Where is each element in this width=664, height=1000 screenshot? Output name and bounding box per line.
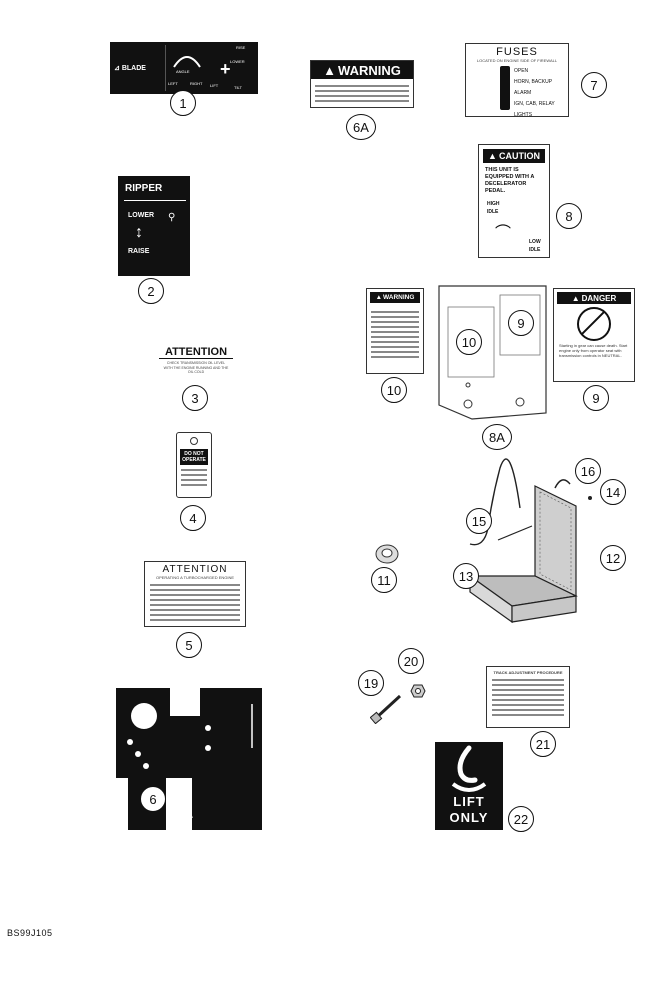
rise-label: RISE	[236, 45, 246, 50]
callout-6: 6	[140, 786, 166, 812]
callout-8a: 8A	[482, 424, 512, 450]
ripper-lower-label: LOWER	[128, 212, 155, 219]
callout-8: 8	[556, 203, 582, 229]
fuse-item-3: IGN, CAB, RELAY	[514, 101, 555, 107]
decal-caution: ▲ CAUTION THIS UNIT IS EQUIPPED WITH A D…	[478, 144, 550, 258]
callout-14: 14	[600, 479, 626, 505]
ripper-shank-icon: ⚲	[168, 212, 176, 223]
cross-icon: +	[220, 59, 231, 79]
decal-control-panel-6	[116, 688, 262, 830]
callout-12: 12	[600, 545, 626, 571]
attention-5-title: ATTENTION	[162, 564, 228, 575]
attention-3-title: ATTENTION	[159, 346, 233, 359]
decal-danger: ▲ DANGER Starting in gear can cause deat…	[553, 288, 635, 382]
callout-3: 3	[182, 385, 208, 411]
danger-header: ▲ DANGER	[557, 292, 631, 304]
ripper-raise-label: RAISE	[128, 248, 150, 255]
danger-triangle-icon: ▲	[571, 293, 580, 303]
seat-structure-drawing	[468, 458, 592, 624]
no-start-pictogram-icon	[577, 307, 611, 341]
callout-10-panel: 10	[456, 329, 482, 355]
warning-10-triangle-icon: ▲	[375, 294, 382, 301]
caution-body: THIS UNIT IS EQUIPPED WITH A DECELERATOR…	[485, 167, 535, 194]
lower-label: LOWER	[230, 59, 245, 64]
callout-6a: 6A	[346, 114, 376, 140]
bolt-part	[370, 694, 402, 724]
blade-label: ⊿ BLADE	[114, 65, 146, 72]
fuses-subtitle: LOCATED ON ENGINE SIDE OF FIREWALL	[476, 58, 558, 63]
fuse-item-1: OPEN	[514, 68, 529, 74]
blade-icon: ⊿	[114, 65, 120, 72]
right-label: RIGHT	[190, 81, 203, 86]
left-label: LEFT	[168, 81, 178, 86]
decal-ripper: RIPPER LOWER ↕ RAISE ⚲	[118, 176, 190, 276]
fuse-item-4: LIGHTS	[514, 112, 533, 118]
angle-arc-icon	[173, 56, 201, 68]
decal-fuses: FUSES LOCATED ON ENGINE SIDE OF FIREWALL…	[465, 43, 569, 118]
lift-hook-icon	[451, 745, 487, 792]
up-down-arrow-icon: ↕	[135, 224, 143, 241]
callout-9-panel: 9	[508, 310, 534, 336]
track-adjustment-title: TRACK ADJUSTMENT PROCEDURE	[493, 670, 563, 675]
attention-3-body: CHECK TRANSMISSION OIL LEVEL WITH THE EN…	[163, 361, 229, 374]
warning-header: ▲ WARNING	[311, 61, 413, 79]
fuses-title: FUSES	[496, 46, 538, 58]
tilt-label: TILT	[234, 85, 242, 90]
caution-idle-bottom-label: IDLE	[529, 247, 541, 253]
drawing-code: BS99J105	[7, 928, 53, 938]
callout-22: 22	[508, 806, 534, 832]
callout-21: 21	[530, 731, 556, 757]
callout-1: 1	[170, 90, 196, 116]
angle-label: ANGLE	[176, 69, 190, 74]
ripper-divider	[124, 200, 186, 201]
attention-5-subtitle: OPERATING A TURBOCHARGED ENGINE	[155, 575, 235, 580]
ripper-title: RIPPER	[125, 183, 163, 194]
lift-label: LIFT	[210, 83, 219, 88]
warning-10-header: ▲ WARNING	[370, 292, 420, 303]
caution-high-label: HIGH	[487, 201, 500, 207]
panel-8a	[438, 285, 547, 420]
callout-15: 15	[466, 508, 492, 534]
pedal-icon: ⌒	[495, 225, 512, 242]
decal-attention-5: ATTENTION OPERATING A TURBOCHARGED ENGIN…	[144, 561, 246, 627]
callout-4: 4	[180, 505, 206, 531]
decal-warning-6a: ▲ WARNING	[310, 60, 414, 108]
callout-5: 5	[176, 632, 202, 658]
callout-16: 16	[575, 458, 601, 484]
caution-low-label: LOW	[529, 239, 541, 245]
tag-label: DO NOT OPERATE	[180, 449, 208, 465]
callout-9-danger: 9	[583, 385, 609, 411]
danger-body: Starting in gear can cause death. Start …	[559, 343, 628, 358]
decal-do-not-operate-tag: DO NOT OPERATE	[176, 432, 212, 498]
warning-triangle-icon: ▲	[323, 62, 337, 78]
callout-11: 11	[371, 567, 397, 593]
callout-20: 20	[398, 648, 424, 674]
callout-2: 2	[138, 278, 164, 304]
decal-warning-10: ▲ WARNING	[366, 288, 424, 374]
nut-part	[410, 684, 426, 698]
fuse-block-icon	[500, 66, 510, 110]
callout-13: 13	[453, 563, 479, 589]
tag-hole-icon	[190, 437, 198, 445]
decal-blade-control: ⊿ BLADE ANGLE LEFT RIGHT RISE LOWER + LI…	[110, 42, 258, 94]
callout-19: 19	[358, 670, 384, 696]
decal-attention-3: ATTENTION CHECK TRANSMISSION OIL LEVEL W…	[159, 346, 233, 378]
fuse-item-2: HORN, BACKUP ALARM	[514, 79, 552, 96]
callout-7: 7	[581, 72, 607, 98]
caution-triangle-icon: ▲	[488, 151, 497, 161]
grommet-part	[375, 544, 399, 564]
caution-idle-top-label: IDLE	[487, 209, 499, 215]
lift-label: LIFT	[453, 794, 485, 809]
decal-track-adjustment: TRACK ADJUSTMENT PROCEDURE	[486, 666, 570, 728]
decal-lift-only: LIFT ONLY	[435, 742, 503, 830]
caution-header: ▲ CAUTION	[483, 149, 545, 163]
callout-10-left: 10	[381, 377, 407, 403]
only-label: ONLY	[449, 810, 489, 825]
